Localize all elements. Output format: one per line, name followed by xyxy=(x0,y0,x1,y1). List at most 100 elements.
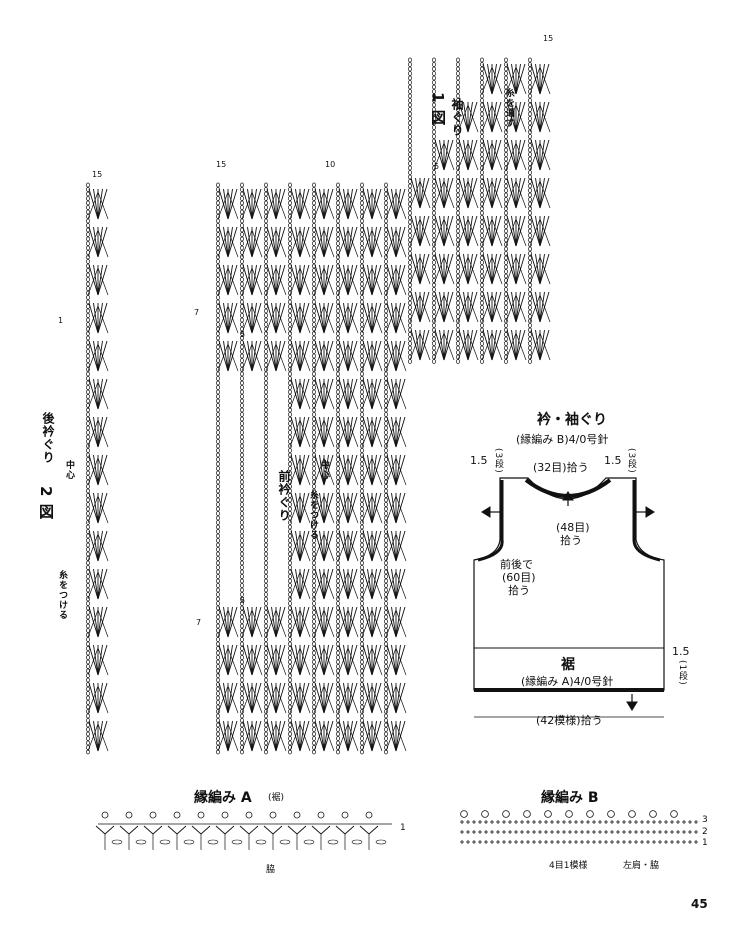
armhole-chart-chain xyxy=(480,260,484,265)
edge-b-stitch xyxy=(610,830,614,834)
armhole-chart-chain xyxy=(504,224,508,229)
front-chart-chain xyxy=(288,322,292,327)
front-chart-fan-st xyxy=(323,378,329,410)
front-chart-chain xyxy=(360,601,364,606)
front-chart-chain xyxy=(336,596,340,602)
front-chart-chain xyxy=(288,299,292,305)
front-chart-chain xyxy=(288,700,292,705)
front-chart-chain xyxy=(216,713,220,719)
front-chart-fan-st xyxy=(395,188,401,220)
front-chart-chain xyxy=(312,281,316,287)
armhole-chart-fan-st xyxy=(491,291,497,323)
armhole-chart-chain xyxy=(456,116,460,121)
front-chart-chain xyxy=(384,196,388,201)
edge-a-v xyxy=(119,825,139,835)
armhole-chart-chain xyxy=(504,350,508,355)
armhole-chart-fan-st xyxy=(443,139,449,171)
armhole-chart-fan-st xyxy=(487,101,493,133)
front-chart-fan-st xyxy=(347,454,353,486)
front-chart-chain xyxy=(312,218,316,224)
front-chart-chain xyxy=(264,569,268,575)
front-chart-chain xyxy=(264,592,268,597)
front-chart-chain xyxy=(216,286,220,291)
armhole-chart-chain xyxy=(432,296,436,301)
front-chart-chain xyxy=(360,488,364,494)
armhole-chart-fan-st xyxy=(467,101,473,133)
edge-b-stitch xyxy=(610,820,614,824)
back-chart-chain xyxy=(86,259,90,264)
edge-b-stitch xyxy=(562,820,566,824)
edge-b-stitch xyxy=(526,840,530,844)
edge-a-picot xyxy=(293,811,301,819)
front-chart-fan-st xyxy=(295,226,301,258)
back-chart-fan-st xyxy=(93,454,99,486)
front-chart-chain xyxy=(288,673,292,678)
front-chart-chain xyxy=(240,709,244,714)
hem-rows-unit: (1段) xyxy=(677,660,687,686)
armhole-chart-chain xyxy=(432,345,436,351)
front-chart-fan-v xyxy=(217,267,229,296)
edge-b-stitch xyxy=(586,830,590,834)
armhole-chart-chain xyxy=(432,255,436,261)
front-chart-chain xyxy=(216,389,220,395)
front-chart-chain xyxy=(288,223,292,228)
armhole-chart-chain xyxy=(408,233,412,238)
back-chart-chain xyxy=(86,704,90,710)
front-chart-chain xyxy=(216,403,220,408)
armhole-chart-chain xyxy=(408,336,412,342)
front-chart-fan-v xyxy=(385,267,397,296)
armhole-chart-chain xyxy=(432,233,436,238)
front-chart-chain xyxy=(288,200,292,206)
front-chart-chain xyxy=(240,466,244,471)
armhole-chart-chain xyxy=(456,314,460,319)
front-chart-fan-st xyxy=(271,644,277,676)
front-chart-chain xyxy=(288,277,292,282)
armhole-chart-chain xyxy=(480,129,484,135)
front-chart-fan-v xyxy=(371,457,383,486)
front-chart-chain xyxy=(384,470,388,476)
edge-b-stitch xyxy=(514,840,518,844)
armhole-chart-chain xyxy=(408,345,412,351)
front-chart-chain xyxy=(264,637,268,642)
armhole-chart-fan-st xyxy=(491,63,497,95)
front-chart-fan-st xyxy=(391,682,397,714)
armhole-chart-fan-st xyxy=(535,329,541,361)
front-chart-chain xyxy=(360,646,364,651)
front-row-5-bottom: 5 xyxy=(240,596,246,605)
armhole-chart-chain xyxy=(480,314,484,319)
front-chart-chain xyxy=(384,421,388,426)
front-chart-chain xyxy=(312,533,316,539)
front-chart-chain xyxy=(216,524,220,530)
back-chart-chain xyxy=(86,461,90,467)
front-chart-chain xyxy=(240,452,244,458)
front-chart-fan-v xyxy=(275,305,287,334)
armhole-chart-fan-v xyxy=(515,142,527,171)
front-chart-chain xyxy=(264,236,268,242)
armhole-chart-chain xyxy=(408,161,412,166)
armhole-chart-chain xyxy=(408,120,412,126)
front-chart-chain xyxy=(216,394,220,399)
edge-b-stitch xyxy=(658,820,662,824)
armhole-chart-chain xyxy=(528,327,532,333)
back-chart-chain xyxy=(86,241,90,246)
front-chart-chain xyxy=(216,511,220,516)
back-chart-fan-st xyxy=(97,264,103,296)
front-chart-chain xyxy=(384,461,388,467)
front-chart-chain xyxy=(336,704,340,710)
front-chart-chain xyxy=(312,551,316,557)
front-chart-chain xyxy=(360,637,364,642)
front-chart-chain xyxy=(312,691,316,696)
armhole-chart-chain xyxy=(528,179,532,184)
front-chart-chain xyxy=(384,272,388,278)
front-chart-chain xyxy=(264,367,268,372)
front-chart-chain xyxy=(360,358,364,363)
fig1-note: 糸を通す xyxy=(504,88,514,128)
back-chart-fan-st xyxy=(97,720,103,752)
front-chart-chain xyxy=(360,443,364,449)
front-chart-fan-st xyxy=(227,644,233,676)
armhole-chart-chain xyxy=(504,345,508,351)
front-chart-fan-st xyxy=(395,644,401,676)
back-chart-fan-st xyxy=(93,226,99,258)
front-chart-chain xyxy=(384,434,388,440)
front-chart-chain xyxy=(264,358,268,363)
